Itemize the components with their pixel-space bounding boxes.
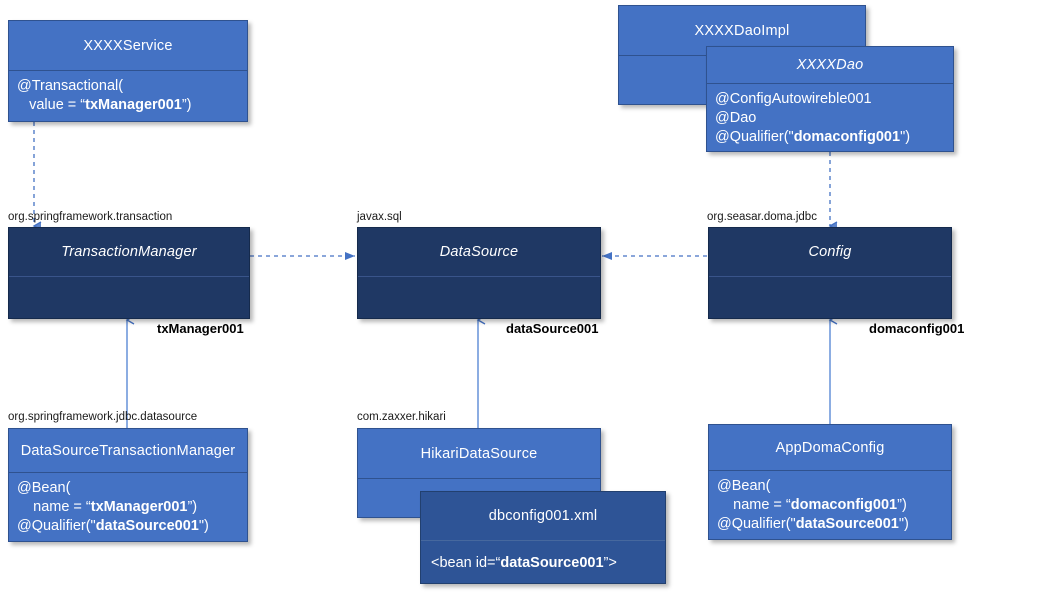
class-box-data-source-transaction-manager[interactable]: DataSourceTransactionManager @Bean( name… <box>8 428 248 542</box>
bean-label-txmanager001: txManager001 <box>157 321 244 336</box>
package-label-javax-sql: javax.sql <box>357 211 402 223</box>
class-box-body: @Bean( name = “txManager001”) @Qualifier… <box>17 480 209 534</box>
class-box-body: @Bean( name = “domaconfig001”) @Qualifie… <box>717 478 909 532</box>
class-box-header: AppDomaConfig <box>709 425 951 471</box>
class-box-header: TransactionManager <box>9 228 249 277</box>
class-box-header: dbconfig001.xml <box>421 492 665 541</box>
class-box-config[interactable]: Config <box>708 227 952 319</box>
class-box-body <box>9 277 249 318</box>
class-box-body: @ConfigAutowireble001 @Dao @Qualifier("d… <box>715 91 911 145</box>
package-label-doma-jdbc: org.seasar.doma.jdbc <box>707 211 817 223</box>
class-box-header: DataSourceTransactionManager <box>9 429 247 473</box>
class-box-header: Config <box>709 228 951 277</box>
class-box-app-doma-config[interactable]: AppDomaConfig @Bean( name = “domaconfig0… <box>708 424 952 540</box>
package-label-hikari: com.zaxxer.hikari <box>357 411 446 423</box>
bean-label-datasource001: dataSource001 <box>506 321 599 336</box>
class-box-body <box>358 277 600 318</box>
class-box-header: XXXXDao <box>707 47 953 84</box>
package-label-jdbc-datasource: org.springframework.jdbc.datasource <box>8 411 198 423</box>
class-box-xxxx-dao[interactable]: XXXXDao @ConfigAutowireble001 @Dao @Qual… <box>706 46 954 152</box>
class-box-body: <bean id=“dataSource001”> <box>431 555 617 572</box>
package-label-transaction: org.springframework.transaction <box>8 211 173 223</box>
class-box-xxxx-service[interactable]: XXXXService @Transactional( value = “txM… <box>8 20 248 122</box>
class-box-header: DataSource <box>358 228 600 277</box>
class-box-data-source[interactable]: DataSource <box>357 227 601 319</box>
class-box-header: XXXXService <box>9 21 247 71</box>
class-box-header: HikariDataSource <box>358 429 600 479</box>
bean-label-domaconfig001: domaconfig001 <box>869 321 965 336</box>
class-box-dbconfig-xml[interactable]: dbconfig001.xml <bean id=“dataSource001”… <box>420 491 666 584</box>
class-box-body <box>709 277 951 318</box>
class-box-body: @Transactional( value = “txManager001”) <box>17 78 192 113</box>
class-box-transaction-manager[interactable]: TransactionManager <box>8 227 250 319</box>
